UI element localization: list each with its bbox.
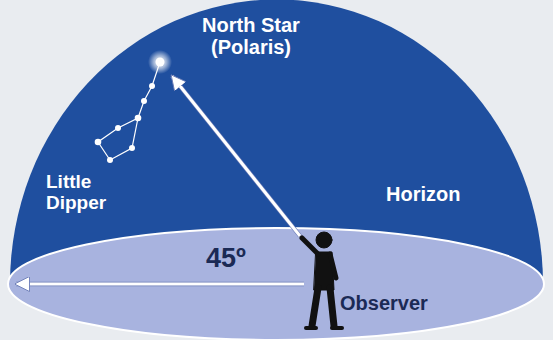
little-dipper-lines — [98, 62, 160, 160]
horizon-plane — [8, 228, 544, 340]
star-label: North Star (Polaris) — [190, 14, 312, 58]
constellation-label: Little Dipper — [46, 172, 118, 214]
horizon-rim — [8, 228, 544, 340]
horizon-line-outline — [16, 282, 304, 286]
horizon-label: Horizon — [386, 183, 496, 205]
observer-figure — [302, 232, 342, 328]
little-dipper-stars — [95, 50, 172, 163]
sight-line-outline — [172, 76, 300, 236]
angle-label: 45º — [206, 244, 276, 274]
sight-line-arrow — [172, 76, 300, 236]
observer-label: Observer — [340, 292, 450, 314]
horizon-arrow — [16, 283, 304, 286]
